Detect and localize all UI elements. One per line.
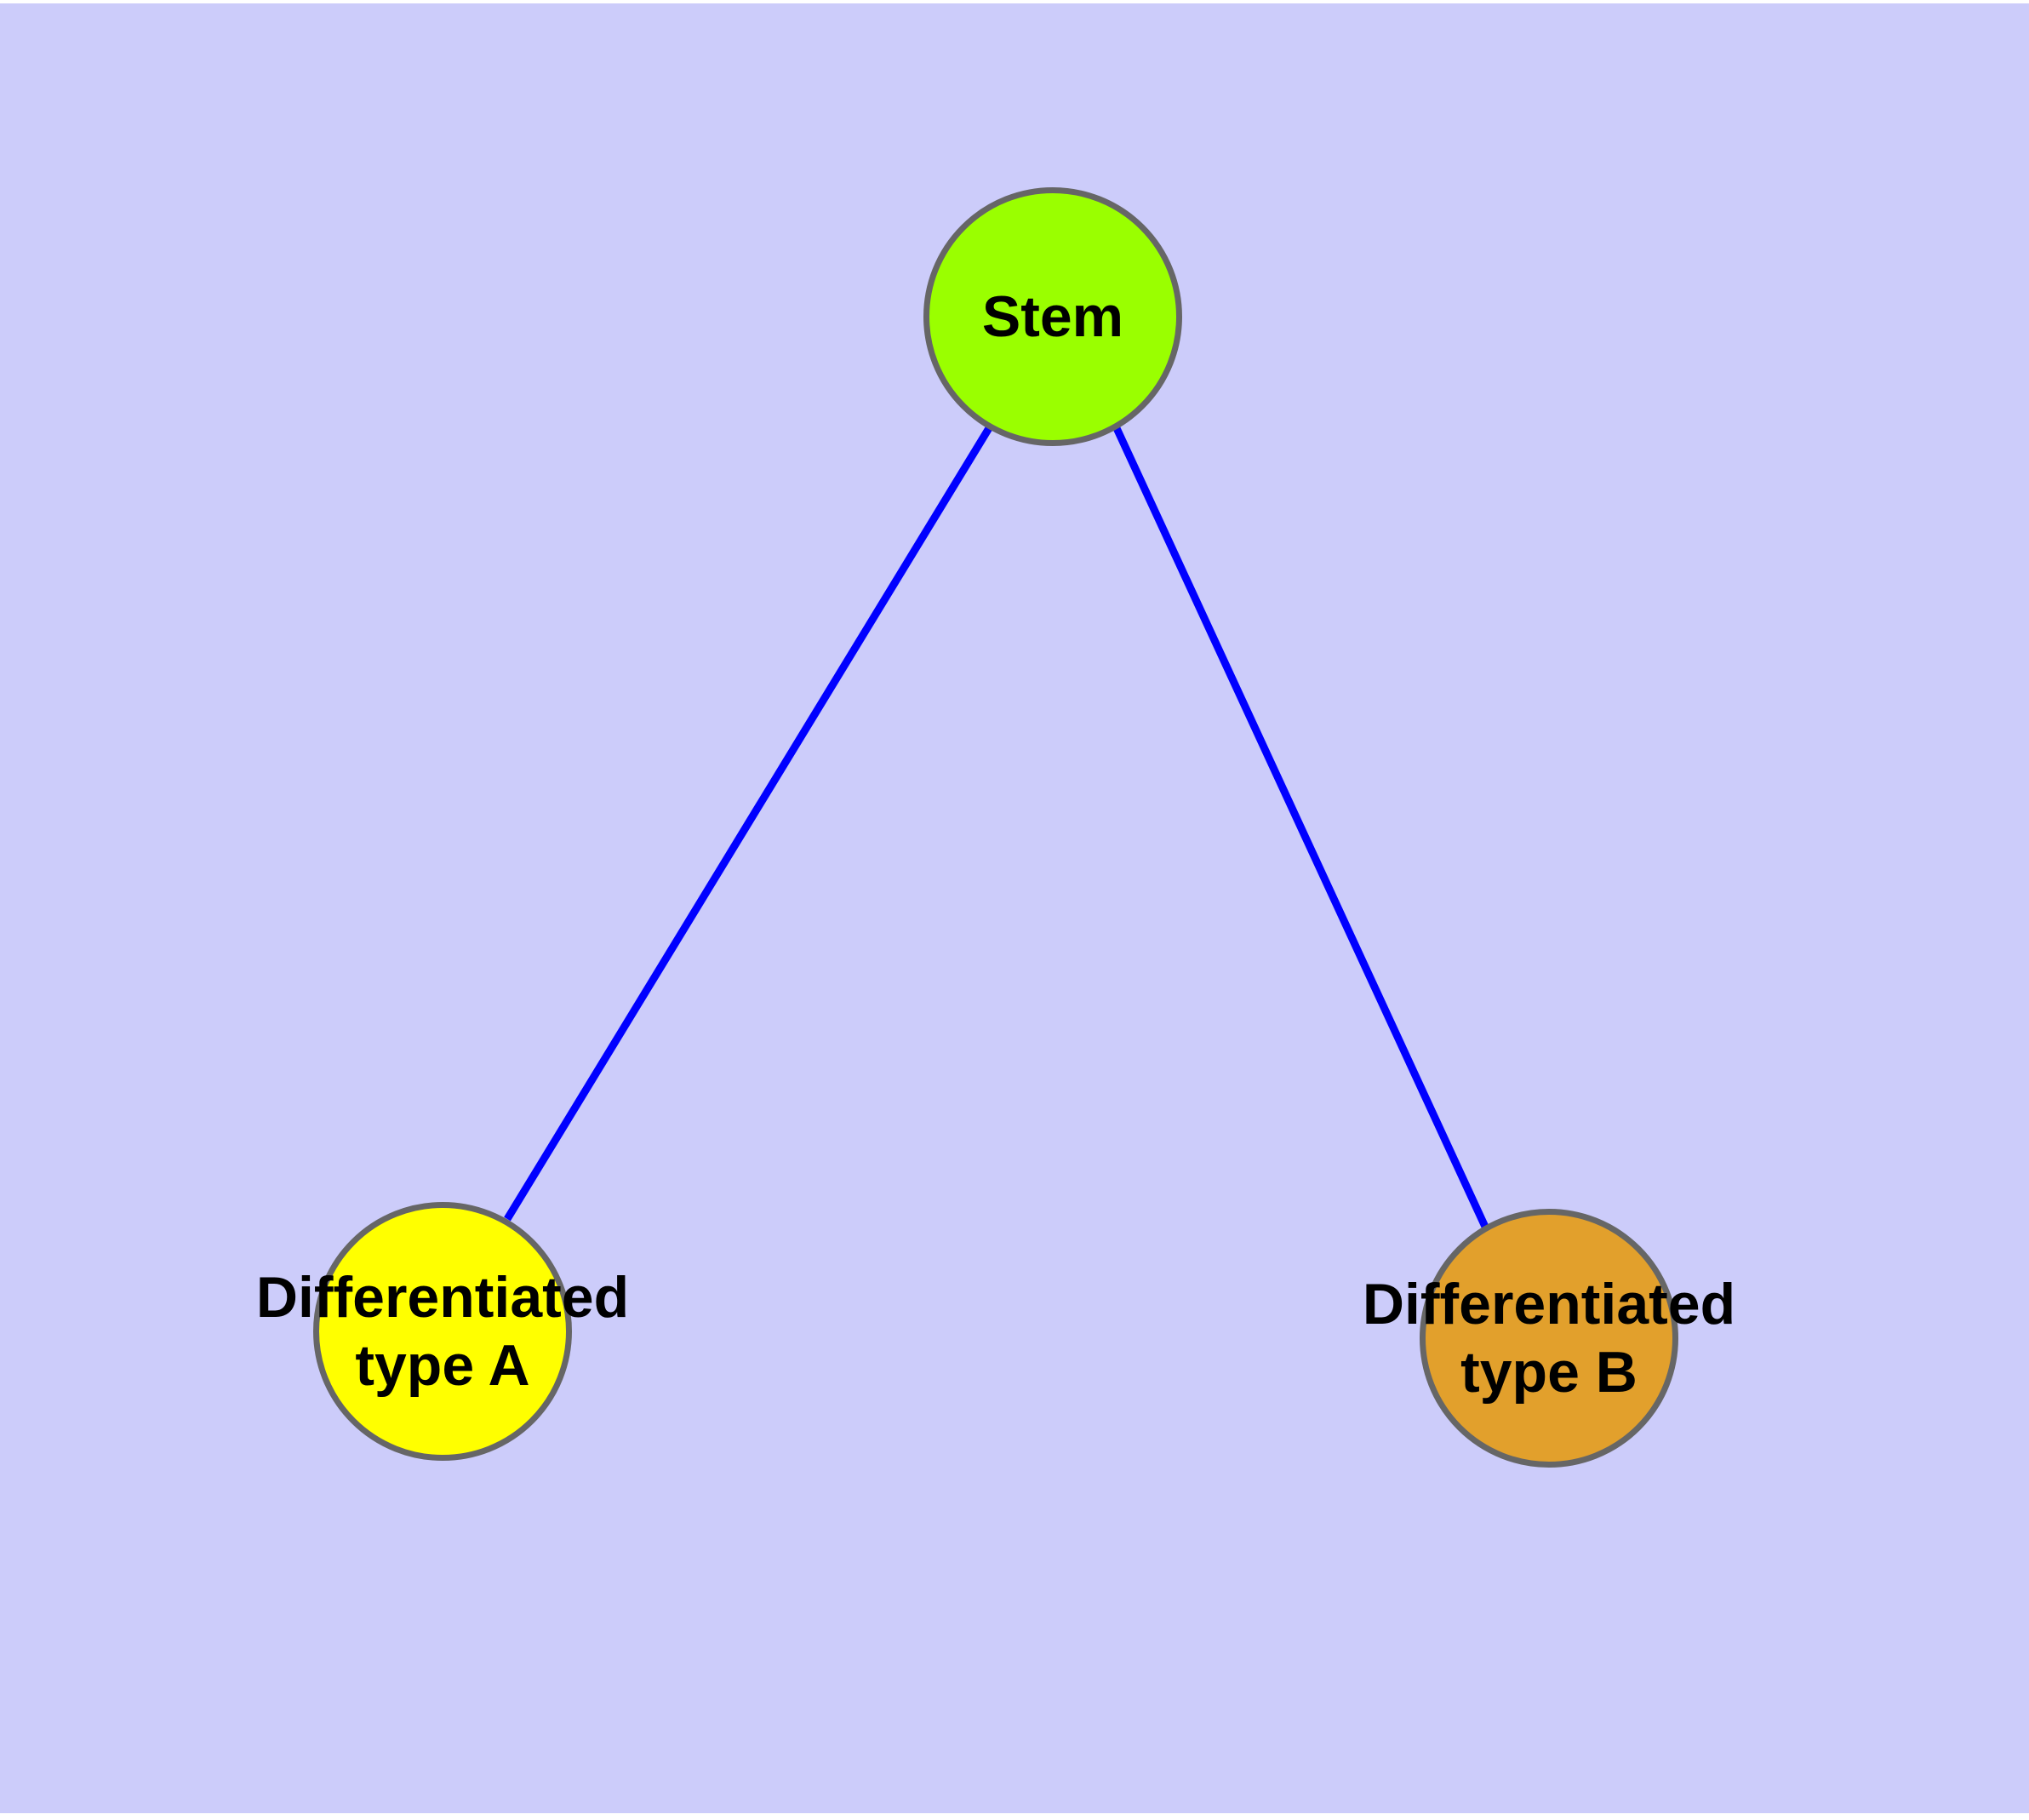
edge-layer bbox=[504, 426, 1489, 1228]
edge-stem-to-differentiated-type-a[interactable] bbox=[504, 426, 992, 1222]
node-stem[interactable]: Stem bbox=[923, 187, 1182, 446]
node-stem-label: Stem bbox=[981, 283, 1124, 349]
node-differentiated-type-a[interactable]: Differentiated type A bbox=[256, 1202, 629, 1461]
node-differentiated-type-b[interactable]: Differentiated type B bbox=[1363, 1209, 1735, 1468]
graph-canvas: Stem Differentiated type A Differentiate… bbox=[0, 3, 2029, 1813]
edge-stem-to-differentiated-type-b[interactable] bbox=[1112, 426, 1489, 1228]
